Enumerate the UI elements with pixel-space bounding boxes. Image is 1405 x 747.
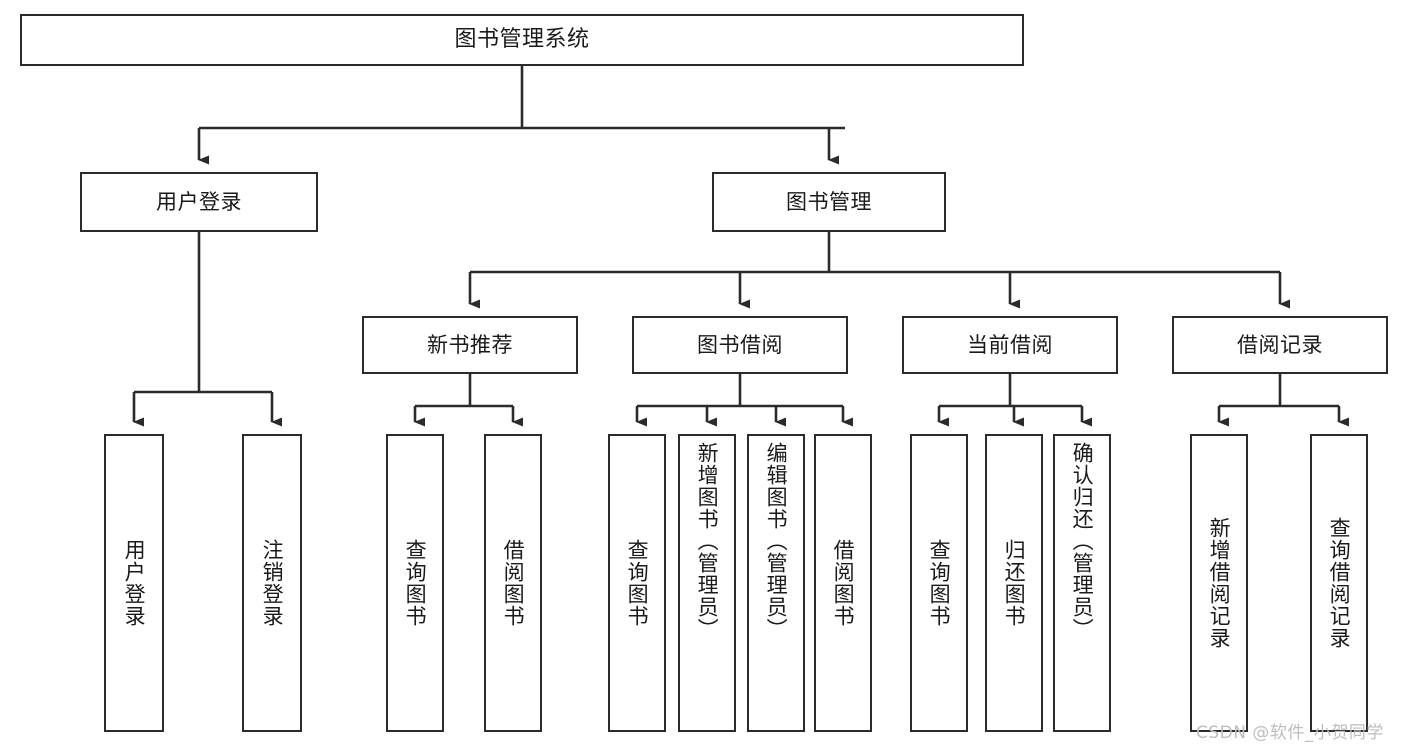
node-leaf-add-record[interactable]: 新增借阅记录 [1190, 434, 1248, 732]
node-leaf-query-book-2-label: 查询图书 [625, 539, 650, 627]
node-leaf-borrow-book-2-label: 借阅图书 [831, 539, 856, 627]
node-book-manage-label: 图书管理 [786, 189, 872, 214]
node-leaf-query-book-1-label: 查询图书 [403, 539, 428, 627]
node-leaf-edit-book-label: 编辑图书（管理员） [764, 442, 789, 640]
node-borrow-record-label: 借阅记录 [1237, 332, 1323, 357]
connector-root-to-level2 [197, 66, 845, 165]
node-leaf-return-book-label: 归还图书 [1002, 539, 1027, 627]
node-leaf-query-book-2[interactable]: 查询图书 [608, 434, 666, 732]
node-book-borrow-label: 图书借阅 [697, 332, 783, 357]
node-leaf-confirm-return[interactable]: 确认归还（管理员） [1053, 434, 1111, 732]
node-new-book-recommend[interactable]: 新书推荐 [362, 316, 578, 374]
node-leaf-edit-book[interactable]: 编辑图书（管理员） [747, 434, 805, 732]
node-current-borrow[interactable]: 当前借阅 [902, 316, 1118, 374]
node-current-borrow-label: 当前借阅 [967, 332, 1053, 357]
node-leaf-add-book[interactable]: 新增图书（管理员） [678, 434, 736, 732]
node-leaf-user-login[interactable]: 用户登录 [104, 434, 164, 732]
node-leaf-borrow-book-1-label: 借阅图书 [501, 539, 526, 627]
node-book-manage[interactable]: 图书管理 [712, 172, 946, 232]
node-leaf-logout-label: 注销登录 [260, 539, 285, 627]
connector-record-to-leaves [1217, 374, 1349, 427]
csdn-watermark: CSDN @软件_小贺同学 [1196, 723, 1384, 743]
node-root[interactable]: 图书管理系统 [20, 14, 1024, 66]
node-leaf-borrow-book-2[interactable]: 借阅图书 [814, 434, 872, 732]
node-leaf-logout[interactable]: 注销登录 [242, 434, 302, 732]
node-new-book-recommend-label: 新书推荐 [427, 332, 513, 357]
connector-bookmanage-to-level3 [468, 232, 1290, 309]
connector-borrow-to-leaves [635, 374, 853, 427]
node-leaf-confirm-return-label: 确认归还（管理员） [1070, 442, 1095, 640]
node-leaf-add-book-label: 新增图书（管理员） [695, 442, 720, 640]
connector-userlogin-to-leaves [132, 232, 282, 427]
node-root-label: 图书管理系统 [454, 27, 590, 53]
node-user-login[interactable]: 用户登录 [80, 172, 318, 232]
node-leaf-user-login-label: 用户登录 [122, 539, 147, 627]
node-leaf-query-book-3[interactable]: 查询图书 [910, 434, 968, 732]
connector-recommend-to-leaves [413, 374, 523, 427]
node-leaf-borrow-book-1[interactable]: 借阅图书 [484, 434, 542, 732]
node-leaf-query-book-3-label: 查询图书 [927, 539, 952, 627]
node-borrow-record[interactable]: 借阅记录 [1172, 316, 1388, 374]
connector-current-to-leaves [937, 374, 1092, 427]
node-book-borrow[interactable]: 图书借阅 [632, 316, 848, 374]
node-leaf-return-book[interactable]: 归还图书 [985, 434, 1043, 732]
node-leaf-query-book-1[interactable]: 查询图书 [386, 434, 444, 732]
node-leaf-add-record-label: 新增借阅记录 [1207, 517, 1232, 649]
node-user-login-label: 用户登录 [156, 189, 242, 214]
node-leaf-query-record-label: 查询借阅记录 [1327, 517, 1352, 649]
node-leaf-query-record[interactable]: 查询借阅记录 [1310, 434, 1368, 732]
